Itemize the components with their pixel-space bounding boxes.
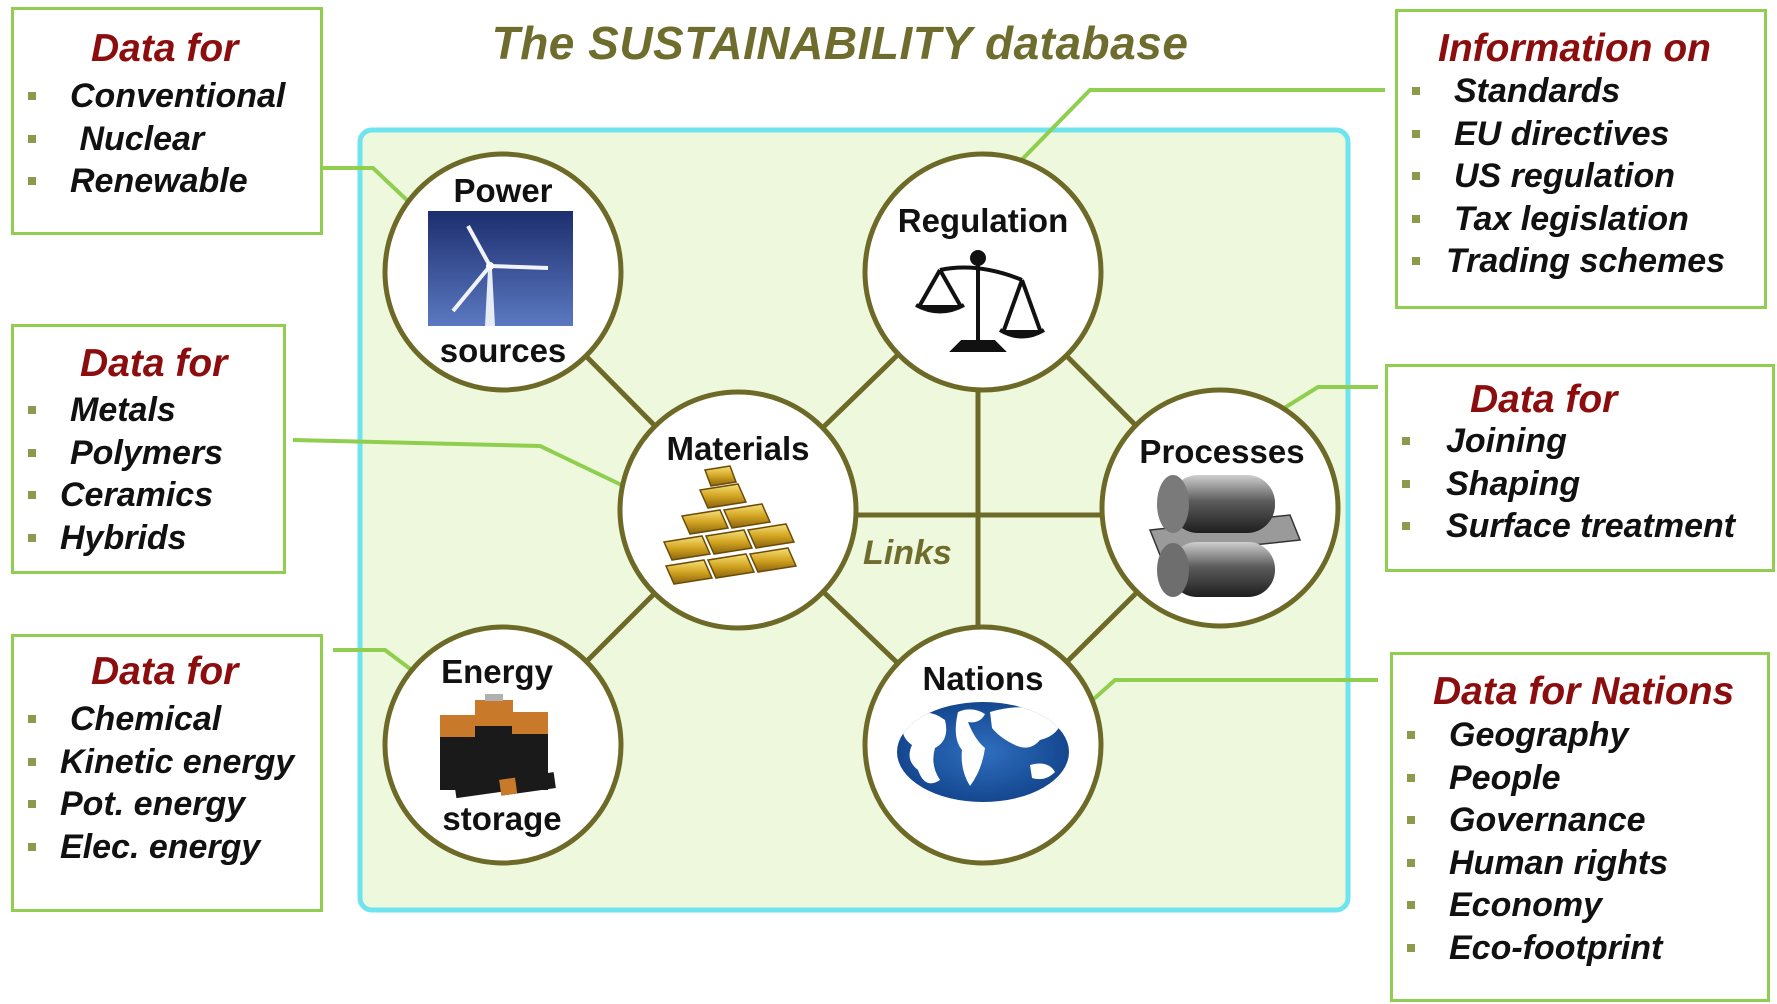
list-item: Renewable [14, 160, 320, 203]
list-item: People [1393, 757, 1767, 800]
list-item: Economy [1393, 884, 1767, 927]
list-item: Pot. energy [14, 783, 320, 826]
power-node-label: Power [453, 172, 553, 209]
list-item: Shaping [1388, 463, 1772, 506]
list-item: US regulation [1398, 155, 1764, 198]
list-item: Kinetic energy [14, 741, 320, 784]
materials-box-list: Metals Polymers Ceramics Hybrids [14, 389, 283, 559]
list-item: Nuclear [14, 118, 320, 161]
scales-of-justice-icon [915, 250, 1046, 352]
energy-box-list: Chemical Kinetic energy Pot. energy Elec… [14, 698, 320, 868]
energy-node-label: Energy [441, 653, 553, 690]
power-data-box: Data for Conventional Nuclear Renewable [11, 7, 323, 235]
list-item: Ceramics [14, 474, 283, 517]
list-item: Polymers [14, 432, 283, 475]
processes-node-label: Processes [1139, 433, 1305, 470]
regulation-box-list: Standards EU directives US regulation Ta… [1398, 70, 1764, 283]
diagram-title: The SUSTAINABILITY database [491, 17, 1189, 69]
processes-data-box: Data for Joining Shaping Surface treatme… [1385, 364, 1775, 572]
steel-rollers-icon [1148, 475, 1302, 597]
list-item: Hybrids [14, 517, 283, 560]
callout-processes [1271, 385, 1378, 417]
power-box-list: Conventional Nuclear Renewable [14, 75, 320, 203]
list-item: Governance [1393, 799, 1767, 842]
materials-node-label: Materials [666, 430, 810, 467]
energy-node-sublabel: storage [442, 800, 562, 837]
list-item: Eco-footprint [1393, 927, 1767, 970]
list-item: Tax legislation [1398, 198, 1764, 241]
processes-box-heading: Data for [1470, 378, 1618, 421]
list-item: Surface treatment [1388, 505, 1772, 548]
list-item: Geography [1393, 714, 1767, 757]
regulation-circle [862, 151, 1104, 393]
wind-turbine-icon [428, 211, 573, 326]
nations-node-label: Nations [922, 660, 1044, 697]
callout-regulation [998, 88, 1385, 184]
materials-data-box: Data for Metals Polymers Ceramics Hybrid… [11, 324, 286, 574]
energy-data-box: Data for Chemical Kinetic energy Pot. en… [11, 634, 323, 912]
regulation-box-heading: Information on [1438, 27, 1711, 70]
list-item: Metals [14, 389, 283, 432]
materials-box-heading: Data for [80, 342, 228, 385]
list-item: EU directives [1398, 113, 1764, 156]
power-node-sublabel: sources [439, 332, 567, 369]
list-item: Joining [1388, 420, 1772, 463]
processes-box-list: Joining Shaping Surface treatment [1388, 420, 1772, 548]
list-item: Conventional [14, 75, 320, 118]
callout-power [320, 166, 412, 205]
regulation-info-box: Information on Standards EU directives U… [1395, 9, 1767, 309]
world-map-icon [897, 702, 1069, 802]
list-item: Standards [1398, 70, 1764, 113]
nations-box-heading: Data for Nations [1433, 670, 1735, 713]
regulation-node-label: Regulation [897, 202, 1069, 239]
list-item: Chemical [14, 698, 320, 741]
energy-box-heading: Data for [91, 650, 239, 693]
list-item: Trading schemes [1398, 240, 1764, 283]
nations-data-box: Data for Nations Geography People Govern… [1390, 652, 1770, 1002]
callout-materials [292, 438, 633, 492]
list-item: Human rights [1393, 842, 1767, 885]
links-label: Links [863, 534, 952, 572]
nations-box-list: Geography People Governance Human rights… [1393, 714, 1767, 969]
batteries-icon [440, 694, 556, 799]
power-box-heading: Data for [91, 27, 239, 70]
gold-bars-icon [662, 465, 798, 585]
list-item: Elec. energy [14, 826, 320, 869]
